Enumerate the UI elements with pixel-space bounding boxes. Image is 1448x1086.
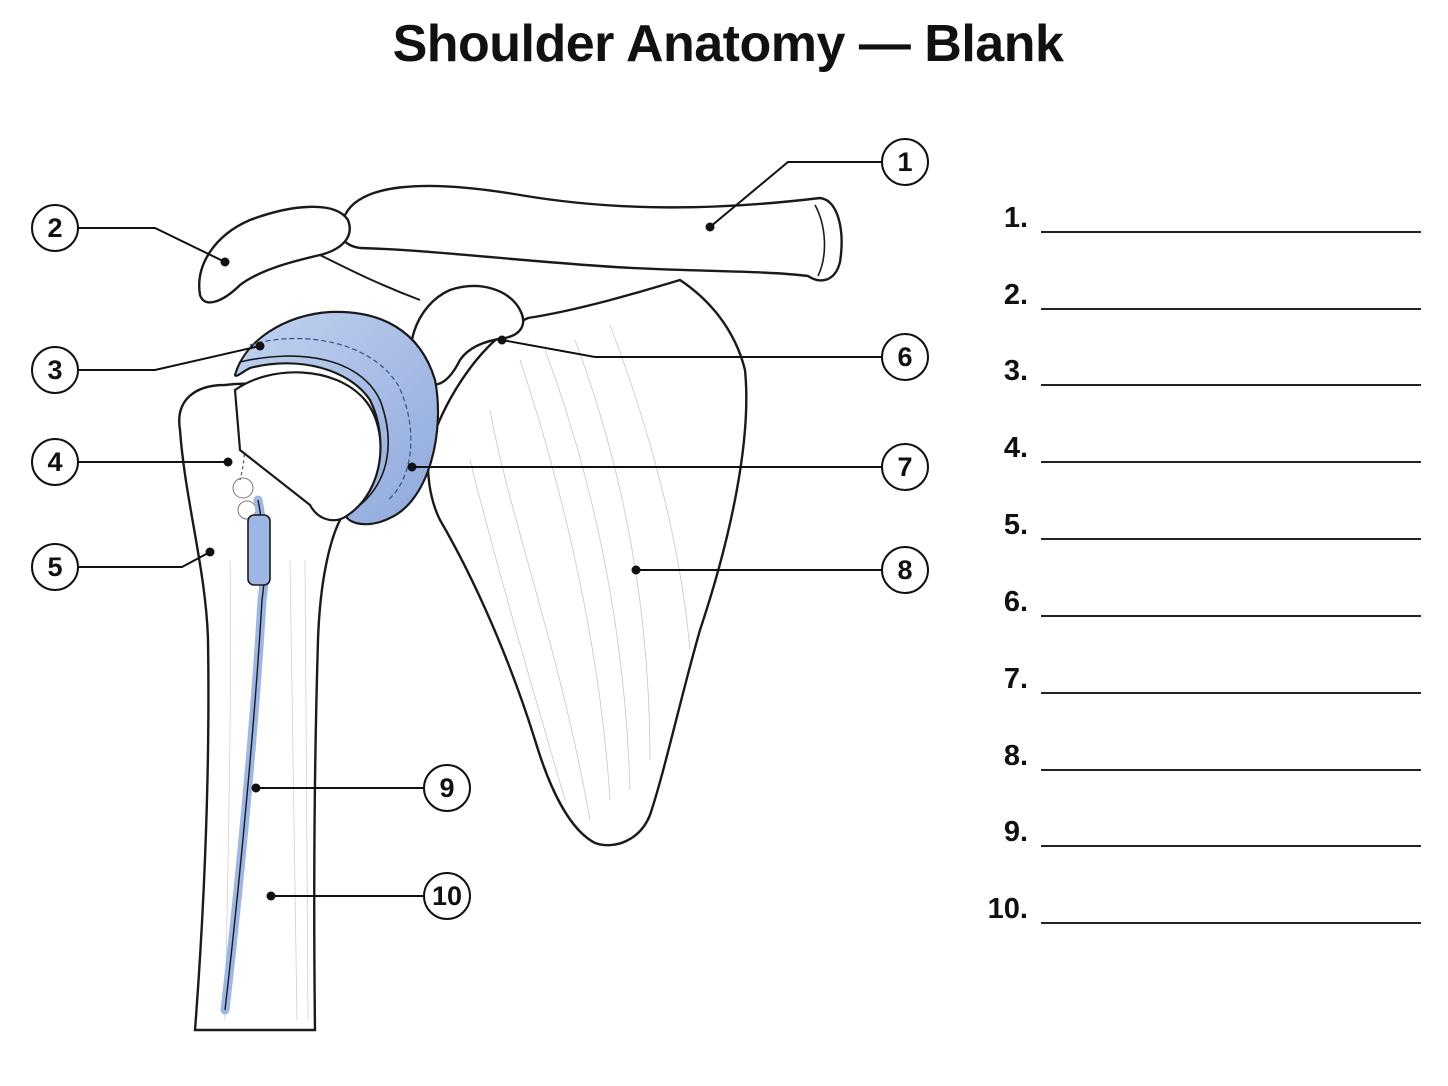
callout-4: 4 <box>31 438 79 486</box>
answer-row[interactable]: 6. <box>975 582 1425 622</box>
answer-row[interactable]: 4. <box>975 428 1425 468</box>
answer-blank-line[interactable] <box>1041 308 1421 310</box>
articular-capsule <box>233 310 440 526</box>
callout-1: 1 <box>881 138 929 186</box>
answer-blank-line[interactable] <box>1041 384 1421 386</box>
page-title: Shoulder Anatomy — Blank <box>392 15 1064 73</box>
callout-10: 10 <box>423 872 471 920</box>
svg-text:8: 8 <box>897 555 912 585</box>
biceps-tendon-sheath <box>247 514 271 586</box>
answer-row[interactable]: 8. <box>975 736 1425 776</box>
answer-blank-line[interactable] <box>1041 922 1421 924</box>
svg-text:9: 9 <box>439 773 454 803</box>
answer-number: 1. <box>1003 202 1028 234</box>
callout-2: 2 <box>31 204 79 252</box>
answer-blank-line[interactable] <box>1041 692 1421 694</box>
answer-list: 1. 2. 3. 4. 5. 6. 7. 8. 9. 10. <box>975 0 1435 1086</box>
answer-row[interactable]: 2. <box>975 275 1425 315</box>
answer-row[interactable]: 5. <box>975 505 1425 545</box>
answer-row[interactable]: 7. <box>975 659 1425 699</box>
svg-text:7: 7 <box>897 452 912 482</box>
svg-text:10: 10 <box>432 881 462 911</box>
answer-number: 10. <box>987 893 1028 925</box>
answer-row[interactable]: 3. <box>975 351 1425 391</box>
svg-text:2: 2 <box>47 213 62 243</box>
callout-9: 9 <box>423 764 471 812</box>
humerus-shading <box>224 559 309 1021</box>
callout-3: 3 <box>31 346 79 394</box>
answer-number: 9. <box>1003 816 1028 848</box>
answer-blank-line[interactable] <box>1041 769 1421 771</box>
answer-blank-line[interactable] <box>1041 231 1421 233</box>
answer-row[interactable]: 10. <box>975 889 1425 929</box>
answer-row[interactable]: 9. <box>975 812 1425 852</box>
answer-number: 3. <box>1003 355 1028 387</box>
scapula <box>426 278 748 847</box>
callout-8: 8 <box>881 546 929 594</box>
acromion <box>198 205 351 304</box>
scapula-shading <box>469 324 691 821</box>
svg-text:1: 1 <box>897 147 912 177</box>
leader-dots <box>205 222 715 901</box>
answer-number: 2. <box>1003 279 1028 311</box>
answer-number: 7. <box>1003 663 1028 695</box>
answer-number: 4. <box>1003 432 1028 464</box>
callout-6: 6 <box>881 333 929 381</box>
humeral-head <box>233 371 382 522</box>
svg-text:4: 4 <box>47 447 62 477</box>
callout-5: 5 <box>31 543 79 591</box>
answer-number: 6. <box>1003 586 1028 618</box>
svg-text:5: 5 <box>47 552 62 582</box>
answer-blank-line[interactable] <box>1041 538 1421 540</box>
answer-blank-line[interactable] <box>1041 845 1421 847</box>
answer-blank-line[interactable] <box>1041 461 1421 463</box>
leader-lines <box>78 161 882 897</box>
clavicle <box>338 184 843 282</box>
callout-7: 7 <box>881 443 929 491</box>
coracoid-process <box>409 284 525 386</box>
answer-row[interactable]: 1. <box>975 198 1425 238</box>
answer-blank-line[interactable] <box>1041 615 1421 617</box>
svg-text:6: 6 <box>897 342 912 372</box>
svg-text:3: 3 <box>47 355 62 385</box>
answer-number: 8. <box>1003 740 1028 772</box>
answer-number: 5. <box>1003 509 1028 541</box>
